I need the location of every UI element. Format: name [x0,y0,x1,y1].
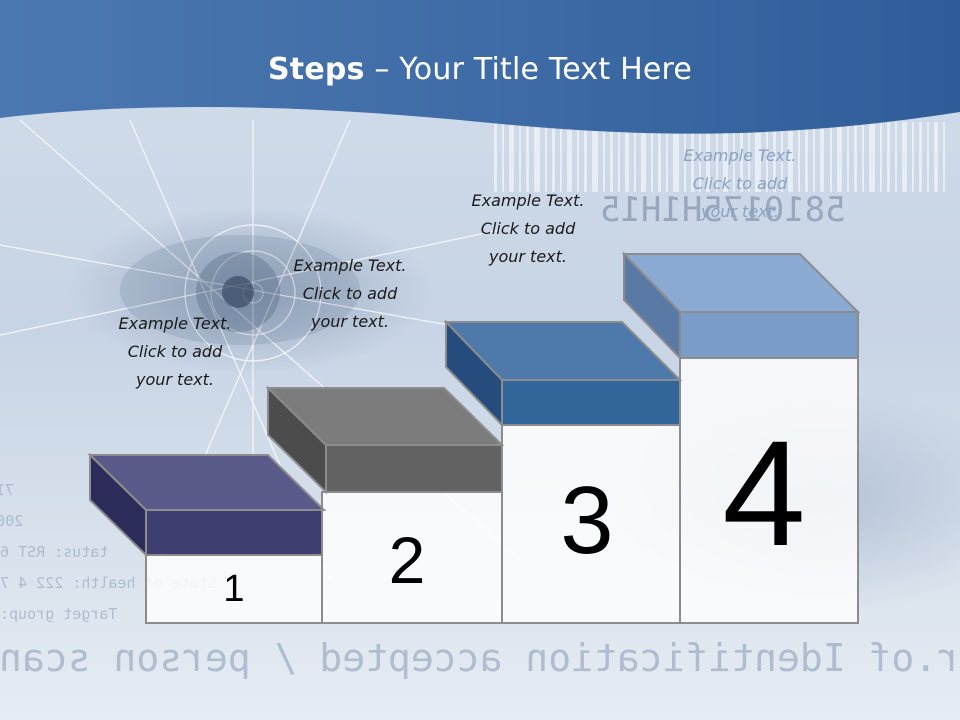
step-1-label-line-1: Example Text. [118,314,232,333]
step-4-block [621,251,861,361]
eye-graphic [120,235,360,345]
step-3-label[interactable]: Example Text. Click to add your text. [448,187,608,271]
step-4-label-line-3: your text. [700,202,779,221]
step-4-number: 4 [722,409,806,577]
step-2-label[interactable]: Example Text. Click to add your text. [270,252,430,336]
step-1-label-line-3: your text. [135,370,214,389]
step-2-label-line-1: Example Text. [293,256,407,275]
step-3-label-line-2: Click to add [480,219,576,238]
header-banner [0,0,960,134]
slide-title-text: – Your Title Text Here [364,52,693,87]
step-4-label-line-1: Example Text. [683,146,797,165]
step-3-block [443,319,683,428]
step-4-label[interactable]: Example Text. Click to add your text. [658,142,822,226]
step-2-label-line-3: your text. [310,312,389,331]
step-1-label-line-2: Click to add [127,342,223,361]
step-3-number: 3 [560,467,614,574]
step-1-number: 1 [223,568,245,610]
step-2-label-line-2: Click to add [302,284,398,303]
step-2-number: 2 [388,523,426,597]
step-3-label-line-3: your text. [488,247,567,266]
step-2-block [265,385,505,495]
step-4-label-line-2: Click to add [692,174,788,193]
step-1-block [87,452,327,558]
slide-title-bold: Steps [267,52,365,87]
slide-title[interactable]: Steps – Your Title Text Here [0,52,960,87]
step-3-label-line-1: Example Text. [471,191,585,210]
step-1-label[interactable]: Example Text. Click to add your text. [95,310,255,394]
barcode-graphic [494,122,945,192]
